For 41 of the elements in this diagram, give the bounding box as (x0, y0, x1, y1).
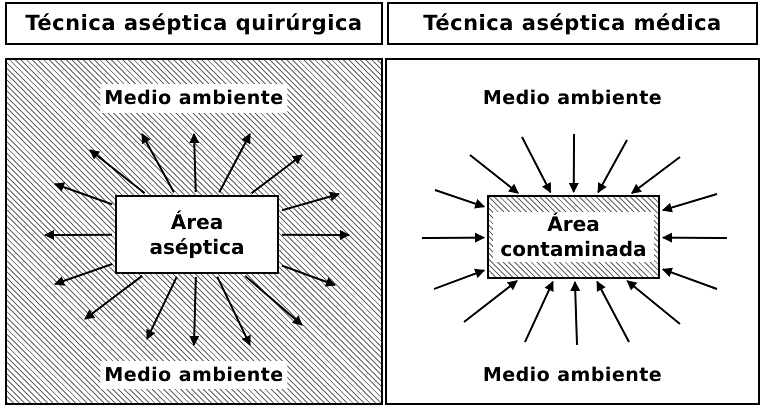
arrow (189, 276, 200, 346)
arrow (434, 268, 486, 290)
arrow (282, 230, 350, 240)
arrow (662, 193, 718, 212)
title-text: Técnica aséptica médica (423, 10, 722, 37)
arrow (216, 276, 251, 346)
arrow (189, 133, 200, 192)
title-text: Técnica aséptica quirúrgica (25, 10, 363, 37)
arrow (84, 275, 143, 320)
arrow (524, 280, 554, 342)
arrow (662, 232, 727, 243)
arrow (282, 192, 340, 212)
arrow (463, 280, 518, 323)
arrow (281, 264, 336, 287)
area-box (487, 195, 660, 279)
arrow (631, 156, 681, 194)
environment-label: Medio ambiente (100, 360, 288, 389)
arrow (434, 189, 486, 209)
arrow (521, 136, 552, 194)
arrow (596, 280, 630, 342)
arrow (54, 182, 113, 206)
environment-label: Medio ambiente (482, 362, 664, 388)
arrow (662, 268, 718, 290)
arrow (626, 280, 681, 325)
arrow (597, 140, 628, 194)
area-label: Área aséptica (148, 210, 246, 260)
arrow (568, 134, 579, 193)
arrow (146, 276, 178, 340)
area-box (115, 195, 279, 274)
arrow (570, 281, 580, 346)
environment-panel (5, 58, 383, 405)
arrow (54, 263, 112, 286)
area-label: Área contaminada (493, 212, 654, 262)
environment-panel (385, 58, 760, 405)
arrow (469, 154, 519, 194)
environment-label: Medio ambiente (100, 84, 288, 112)
title-box (5, 2, 383, 45)
environment-label: Medio ambiente (482, 86, 664, 111)
arrow (422, 232, 485, 243)
arrow (141, 133, 175, 193)
title-box (387, 2, 758, 45)
